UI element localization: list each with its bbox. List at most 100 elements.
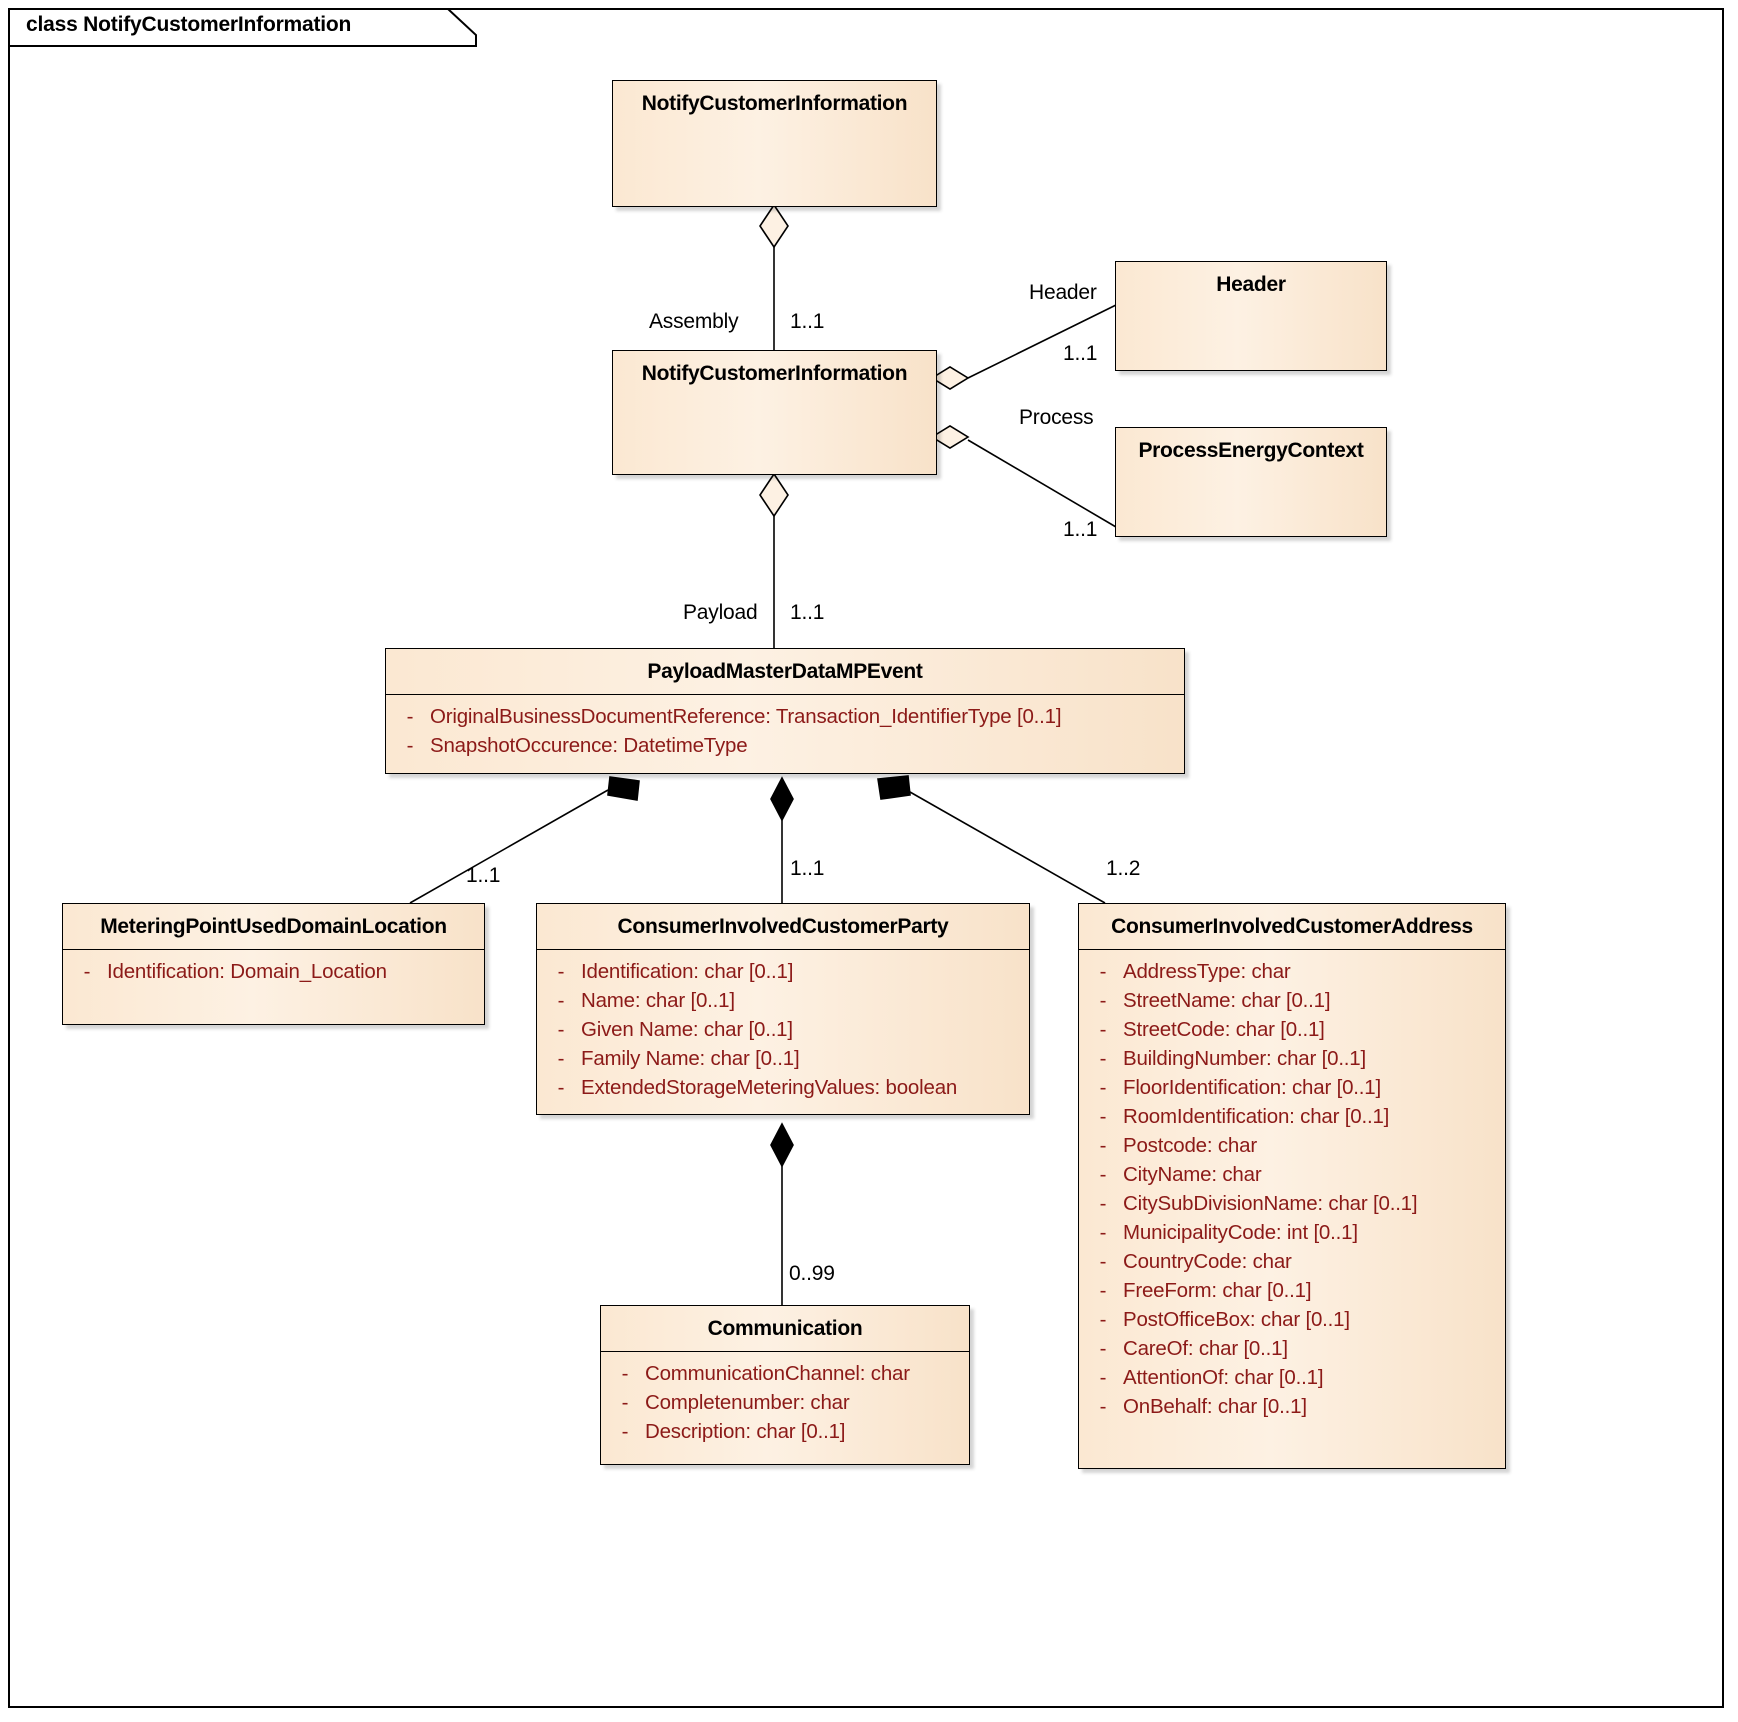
attribute-visibility: - — [621, 1391, 629, 1414]
attribute-text: Name: char [0..1] — [581, 989, 735, 1012]
attribute-visibility: - — [1099, 1366, 1107, 1389]
attribute-row: - FloorIdentification: char [0..1] — [1083, 1073, 1501, 1102]
class-box-metering-point-used-domain-location[interactable]: MeteringPointUsedDomainLocation - Identi… — [62, 903, 485, 1025]
attribute-row: - StreetName: char [0..1] — [1083, 986, 1501, 1015]
class-name: ConsumerInvolvedCustomerAddress — [1111, 915, 1473, 938]
class-separator — [1079, 949, 1505, 950]
attribute-row: - Identification: char [0..1] — [541, 957, 1025, 986]
attribute-visibility: - — [1099, 989, 1107, 1012]
attribute-row: - Family Name: char [0..1] — [541, 1044, 1025, 1073]
attribute-visibility: - — [1099, 1047, 1107, 1070]
attribute-text: RoomIdentification: char [0..1] — [1123, 1105, 1390, 1128]
attribute-row: - Given Name: char [0..1] — [541, 1015, 1025, 1044]
attribute-row: - CountryCode: char — [1083, 1247, 1501, 1276]
attribute-text: CountryCode: char — [1123, 1250, 1292, 1273]
attribute-visibility: - — [1099, 1018, 1107, 1041]
attribute-row: - CommunicationChannel: char — [605, 1359, 965, 1388]
class-box-process-energy-context[interactable]: ProcessEnergyContext — [1115, 427, 1387, 537]
attribute-row: - Description: char [0..1] — [605, 1417, 965, 1446]
attribute-list: - CommunicationChannel: char - Completen… — [601, 1352, 969, 1455]
frame-title: class NotifyCustomerInformation — [26, 13, 352, 36]
attribute-text: Description: char [0..1] — [645, 1420, 846, 1443]
attribute-visibility: - — [1099, 1105, 1107, 1128]
class-separator — [386, 694, 1184, 695]
attribute-text: CitySubDivisionName: char [0..1] — [1123, 1192, 1418, 1215]
edge-label-communication-multiplicity: 0..99 — [789, 1262, 835, 1285]
class-box-communication[interactable]: Communication - CommunicationChannel: ch… — [600, 1305, 970, 1465]
attribute-row: - AttentionOf: char [0..1] — [1083, 1363, 1501, 1392]
attribute-row: - PostOfficeBox: char [0..1] — [1083, 1305, 1501, 1334]
attribute-row: - ExtendedStorageMeteringValues: boolean — [541, 1073, 1025, 1102]
class-box-notify-customer-information-top[interactable]: NotifyCustomerInformation — [612, 80, 937, 207]
attribute-list: - Identification: Domain_Location — [63, 950, 484, 995]
attribute-row: - BuildingNumber: char [0..1] — [1083, 1044, 1501, 1073]
attribute-row: - OnBehalf: char [0..1] — [1083, 1392, 1501, 1421]
attribute-visibility: - — [1099, 1134, 1107, 1157]
edge-label-payload-role: Payload — [683, 601, 758, 624]
edge-label-payload-multiplicity: 1..1 — [790, 601, 825, 624]
attribute-text: MunicipalityCode: int [0..1] — [1123, 1221, 1358, 1244]
attribute-visibility: - — [1099, 1395, 1107, 1418]
attribute-list: - OriginalBusinessDocumentReference: Tra… — [386, 695, 1184, 769]
attribute-visibility: - — [1099, 1308, 1107, 1331]
class-separator — [537, 949, 1029, 950]
attribute-visibility: - — [621, 1420, 629, 1443]
attribute-visibility: - — [83, 960, 91, 983]
attribute-text: ExtendedStorageMeteringValues: boolean — [581, 1076, 958, 1099]
attribute-row: - MunicipalityCode: int [0..1] — [1083, 1218, 1501, 1247]
class-name: NotifyCustomerInformation — [641, 362, 908, 385]
attribute-visibility: - — [557, 1018, 565, 1041]
attribute-text: FreeForm: char [0..1] — [1123, 1279, 1312, 1302]
attribute-row: - OriginalBusinessDocumentReference: Tra… — [390, 702, 1180, 731]
attribute-row: - Name: char [0..1] — [541, 986, 1025, 1015]
attribute-row: - SnapshotOccurence: DatetimeType — [390, 731, 1180, 760]
class-name: Communication — [707, 1317, 863, 1340]
attribute-visibility: - — [1099, 1337, 1107, 1360]
edge-label-customer-address-multiplicity: 1..2 — [1106, 857, 1141, 880]
attribute-visibility: - — [557, 1076, 565, 1099]
attribute-visibility: - — [406, 734, 414, 757]
edge-label-header-multiplicity: 1..1 — [1063, 342, 1098, 365]
class-box-notify-customer-information-mid[interactable]: NotifyCustomerInformation — [612, 350, 937, 475]
attribute-visibility: - — [1099, 1192, 1107, 1215]
attribute-text: OnBehalf: char [0..1] — [1123, 1395, 1307, 1418]
attribute-visibility: - — [557, 1047, 565, 1070]
attribute-text: Postcode: char — [1123, 1134, 1257, 1157]
class-box-header[interactable]: Header — [1115, 261, 1387, 371]
class-name: MeteringPointUsedDomainLocation — [100, 915, 447, 938]
attribute-visibility: - — [1099, 1221, 1107, 1244]
frame-tab-shape — [8, 8, 477, 47]
class-name: PayloadMasterDataMPEvent — [647, 660, 923, 683]
attribute-row: - CareOf: char [0..1] — [1083, 1334, 1501, 1363]
attribute-text: CityName: char — [1123, 1163, 1262, 1186]
attribute-text: PostOfficeBox: char [0..1] — [1123, 1308, 1350, 1331]
attribute-row: - FreeForm: char [0..1] — [1083, 1276, 1501, 1305]
attribute-text: CareOf: char [0..1] — [1123, 1337, 1288, 1360]
attribute-row: - Postcode: char — [1083, 1131, 1501, 1160]
class-box-consumer-involved-customer-party[interactable]: ConsumerInvolvedCustomerParty - Identifi… — [536, 903, 1030, 1115]
attribute-visibility: - — [557, 989, 565, 1012]
attribute-text: Family Name: char [0..1] — [581, 1047, 800, 1070]
attribute-visibility: - — [1099, 1279, 1107, 1302]
attribute-visibility: - — [621, 1362, 629, 1385]
edge-label-assembly-role: Assembly — [649, 310, 739, 333]
attribute-text: AddressType: char — [1123, 960, 1291, 983]
attribute-text: OriginalBusinessDocumentReference: Trans… — [430, 705, 1062, 728]
attribute-text: FloorIdentification: char [0..1] — [1123, 1076, 1381, 1099]
class-separator — [601, 1351, 969, 1352]
attribute-visibility: - — [1099, 1163, 1107, 1186]
attribute-text: Completenumber: char — [645, 1391, 850, 1414]
attribute-row: - Completenumber: char — [605, 1388, 965, 1417]
attribute-text: Given Name: char [0..1] — [581, 1018, 793, 1041]
attribute-visibility: - — [1099, 960, 1107, 983]
class-name: Header — [1216, 273, 1286, 296]
edge-label-metering-point-multiplicity: 1..1 — [466, 864, 501, 887]
attribute-row: - CityName: char — [1083, 1160, 1501, 1189]
attribute-list: - AddressType: char - StreetName: char [… — [1079, 950, 1505, 1430]
class-box-consumer-involved-customer-address[interactable]: ConsumerInvolvedCustomerAddress - Addres… — [1078, 903, 1506, 1469]
class-box-payload-master-data-mp-event[interactable]: PayloadMasterDataMPEvent - OriginalBusin… — [385, 648, 1185, 774]
attribute-text: CommunicationChannel: char — [645, 1362, 910, 1385]
attribute-text: StreetCode: char [0..1] — [1123, 1018, 1325, 1041]
attribute-list: - Identification: char [0..1] - Name: ch… — [537, 950, 1029, 1111]
